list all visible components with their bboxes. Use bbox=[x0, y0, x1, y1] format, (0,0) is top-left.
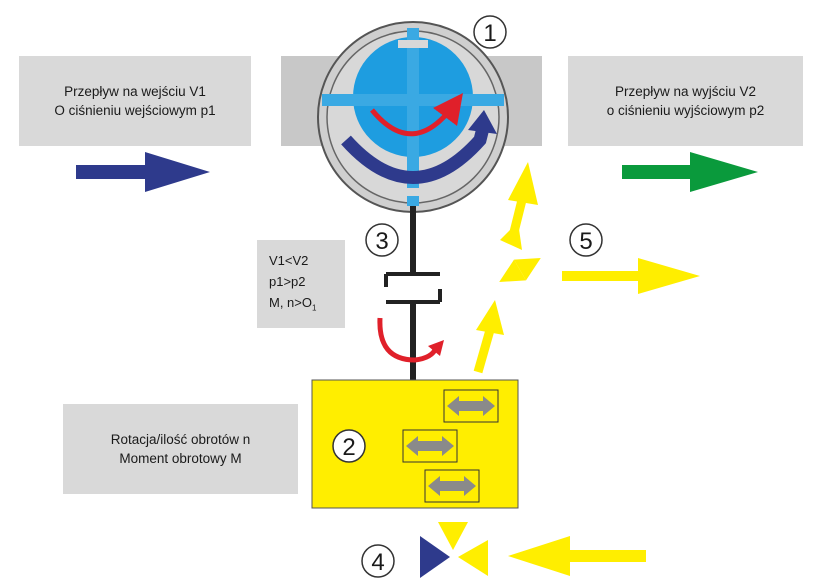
inlet-arrow-head bbox=[145, 152, 210, 192]
inlet-arrow-shaft bbox=[76, 165, 148, 179]
double-arrow-3 bbox=[424, 469, 480, 503]
label-1: 1 bbox=[483, 20, 496, 47]
shaft-rotation-arrow bbox=[377, 317, 439, 363]
outlet-arrow-head bbox=[690, 152, 758, 192]
output-line1: Rotacja/ilość obrotów n bbox=[110, 432, 251, 447]
yellow-arrow-up-lower bbox=[473, 300, 504, 374]
valve-5-left bbox=[499, 259, 526, 282]
double-arrow-2 bbox=[402, 429, 458, 463]
label-1-circle bbox=[473, 15, 507, 49]
valve-5-right bbox=[514, 258, 541, 281]
output-box: Rotacja/ilość obrotów n Moment obrotowy … bbox=[63, 404, 298, 494]
valve-5-upper-wing bbox=[500, 222, 522, 250]
outer-rotation-arrowhead bbox=[468, 110, 497, 134]
output-line2: Moment obrotowy M bbox=[119, 451, 242, 466]
valve-4-top bbox=[438, 522, 468, 550]
label-4-circle bbox=[361, 544, 395, 578]
valve-4-right bbox=[458, 540, 488, 576]
label-2-circle bbox=[332, 429, 366, 463]
label-2: 2 bbox=[342, 434, 355, 461]
outer-rotation-arc bbox=[341, 122, 491, 184]
inner-rotation-arrow bbox=[370, 92, 463, 137]
inlet-flow-line1: Przepływ na wejściu V1 bbox=[64, 84, 206, 99]
valve-4-blue bbox=[420, 536, 450, 578]
label-3-circle bbox=[365, 223, 399, 257]
rotor-vertical-blade bbox=[407, 28, 419, 206]
yellow-left-arrow-shaft bbox=[566, 550, 646, 562]
condition-torque-text: M, n>O bbox=[269, 294, 312, 310]
double-arrow-1 bbox=[443, 389, 499, 423]
condition-velocity: V1<V2 bbox=[269, 252, 309, 268]
shaft-lower bbox=[410, 302, 416, 380]
label-5: 5 bbox=[579, 228, 592, 255]
rotor-top-slot bbox=[398, 40, 428, 48]
shaft-upper bbox=[410, 206, 416, 274]
condition-torque: M, n>O1 bbox=[269, 292, 316, 319]
inlet-flow-line2: O ciśnieniu wejściowym p1 bbox=[54, 103, 216, 118]
conditions-box: V1<V2 p1>p2 M, n>O1 bbox=[257, 240, 345, 328]
label-3: 3 bbox=[375, 228, 388, 255]
condition-pressure: p1>p2 bbox=[269, 273, 306, 289]
label-5-circle bbox=[569, 223, 603, 257]
shaft-rotation-arrowhead bbox=[428, 340, 444, 356]
yellow-left-arrow-head bbox=[508, 536, 570, 576]
yellow-right-arrow-shaft bbox=[562, 271, 642, 281]
yellow-right-arrow-head bbox=[638, 258, 700, 294]
label-4: 4 bbox=[371, 549, 384, 576]
rotor-bottom-slot bbox=[398, 188, 428, 196]
outlet-flow-box: Przepływ na wyjściu V2 o ciśnieniu wyjśc… bbox=[568, 56, 803, 146]
outlet-flow-line2: o ciśnieniu wyjściowym p2 bbox=[606, 103, 765, 118]
rotor-horizontal-blade bbox=[322, 94, 504, 106]
outlet-arrow-shaft bbox=[622, 165, 694, 179]
inlet-flow-box: Przepływ na wejściu V1 O ciśnieniu wejśc… bbox=[19, 56, 251, 146]
outlet-flow-line1: Przepływ na wyjściu V2 bbox=[614, 84, 757, 99]
condition-torque-sub: 1 bbox=[312, 303, 317, 313]
